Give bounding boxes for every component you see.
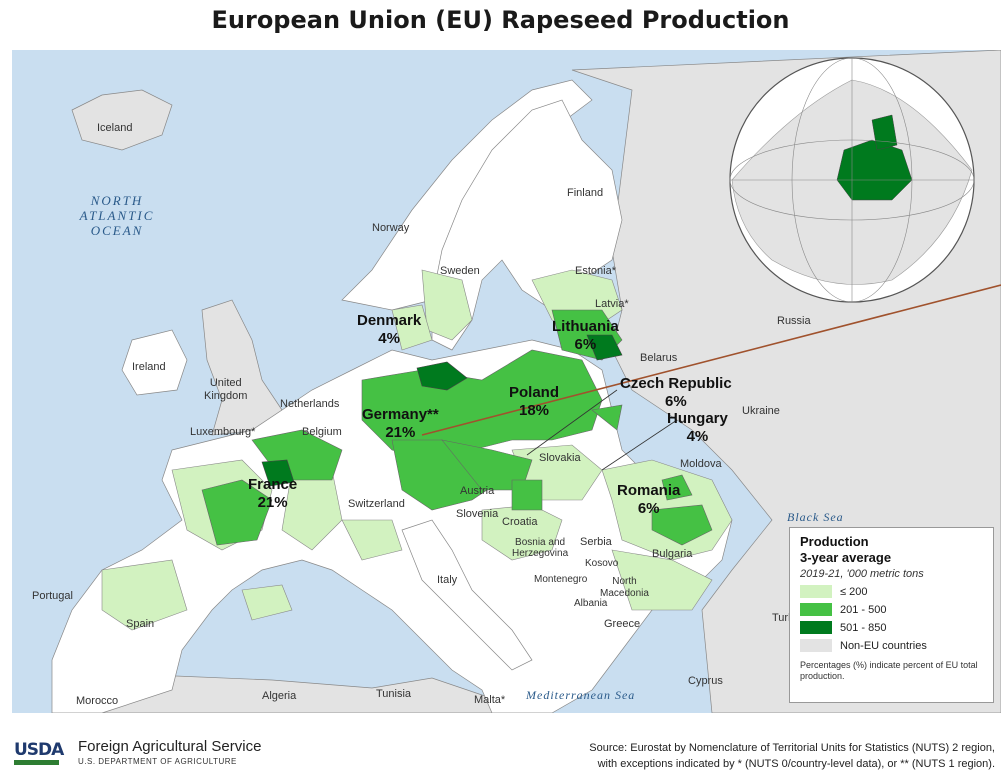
label-austria: Austria [460,485,495,497]
legend-swatch-mid [800,603,832,616]
label-latvia: Latvia* [595,298,629,310]
label-romania: Romania 6% [617,482,680,518]
label-lithuania: Lithuania 6% [552,318,619,354]
germany-name: Germany** [362,406,439,423]
legend-title: Production 3-year average [800,534,892,565]
legend-label-non-eu: Non-EU countries [840,639,927,652]
legend-label-high: 501 - 850 [840,621,887,634]
source-line-2: with exceptions indicated by * (NUTS 0/c… [597,758,995,770]
usda-logo-bar [14,760,59,765]
inset-globe [729,57,975,303]
label-sweden: Sweden [440,265,480,277]
france-name: France [248,476,298,493]
label-switzerland: Switzerland [348,498,405,510]
label-algeria: Algeria [262,690,297,702]
source-line-1: Source: Eurostat by Nomenclature of Terr… [589,742,995,754]
label-denmark: Denmark 4% [357,312,421,348]
label-albania: Albania [574,598,608,609]
map-title: European Union (EU) Rapeseed Production [211,6,790,34]
legend-swatch-high [800,621,832,634]
label-luxembourg: Luxembourg* [190,426,256,438]
hungary-share: 4% [686,428,709,445]
label-slovakia: Slovakia [539,452,581,464]
lithuania-share: 6% [574,336,597,353]
legend-label-mid: 201 - 500 [840,603,887,616]
land-ireland [121,329,188,396]
label-belgium: Belgium [302,426,342,438]
label-kosovo: Kosovo [585,558,619,569]
label-poland: Poland 18% [509,384,559,420]
romania-name: Romania [617,482,681,499]
label-bulgaria: Bulgaria [652,548,693,560]
pointer-hungary [601,419,678,471]
label-slovenia: Slovenia [456,508,499,520]
legend-item-low: ≤ 200 [800,585,983,598]
label-belarus: Belarus [640,352,678,364]
label-bosnia: Bosnia and Herzegovina [512,537,569,559]
source-note: Source: Eurostat by Nomenclature of Terr… [435,740,995,772]
lithuania-name: Lithuania [552,318,619,335]
legend: Production 3-year average 2019-21, '000 … [789,527,994,703]
romania-share: 6% [637,500,660,517]
usda-logo: USDA [14,740,64,760]
legend-subtitle: 2019-21, '000 metric tons [800,568,924,580]
label-united-kingdom: United Kingdom [204,377,248,402]
label-portugal: Portugal [32,590,73,602]
germany-share: 21% [385,424,416,441]
czech-name: Czech Republic [620,375,732,392]
denmark-name: Denmark [357,312,422,329]
label-russia: Russia [777,315,811,327]
label-estonia: Estonia* [575,265,616,277]
label-morocco: Morocco [76,695,119,707]
agency-name: Foreign Agricultural Service [78,738,262,755]
label-north-atlantic: NORTH ATLANTIC OCEAN [79,193,155,238]
legend-label-low: ≤ 200 [840,585,868,598]
label-czech-republic: Czech Republic 6% [620,375,732,411]
label-norway: Norway [372,222,410,234]
label-montenegro: Montenegro [534,574,588,585]
legend-item-high: 501 - 850 [800,621,983,634]
hungary-name: Hungary [667,410,728,427]
land-italy [401,519,533,671]
legend-item-mid: 201 - 500 [800,603,983,616]
label-moldova: Moldova [680,458,722,470]
poland-name: Poland [509,384,560,401]
label-greece: Greece [604,618,641,630]
label-tunisia: Tunisia [376,688,412,700]
label-finland: Finland [567,187,604,199]
pointer-germany [421,284,1001,436]
label-spain: Spain [126,618,155,630]
label-malta: Malta* [474,694,506,706]
label-netherlands: Netherlands [280,398,340,410]
czech-share: 6% [665,393,687,410]
denmark-share: 4% [378,330,400,347]
label-croatia: Croatia [502,516,538,528]
label-black-sea: Black Sea [787,510,844,524]
label-germany: Germany** 21% [362,406,439,442]
poland-share: 18% [518,402,550,419]
label-mediterranean: Mediterranean Sea [526,688,636,702]
legend-item-non-eu: Non-EU countries [800,639,983,652]
pointer-czech [526,389,618,456]
label-france: France 21% [248,476,297,512]
label-serbia: Serbia [580,536,612,548]
label-italy: Italy [437,574,458,586]
label-ireland: Ireland [132,361,166,373]
legend-swatch-non-eu [800,639,832,652]
label-hungary: Hungary 4% [667,410,728,446]
production-high-regions [261,334,623,487]
label-north-macedonia: North Macedonia [600,576,649,599]
label-ukraine: Ukraine [742,405,780,417]
land-iceland [71,89,173,151]
france-share: 21% [257,494,288,511]
legend-note: Percentages (%) indicate percent of EU t… [800,660,978,681]
department-name: U.S. DEPARTMENT OF AGRICULTURE [78,757,237,766]
map-area: Iceland NORTH ATLANTIC OCEAN Norway Swed… [12,50,1001,713]
label-cyprus: Cyprus [688,675,723,687]
legend-swatch-low [800,585,832,598]
land-uk [201,299,283,436]
label-iceland: Iceland [97,122,133,134]
footer: USDA Foreign Agricultural Service U.S. D… [0,716,1001,781]
